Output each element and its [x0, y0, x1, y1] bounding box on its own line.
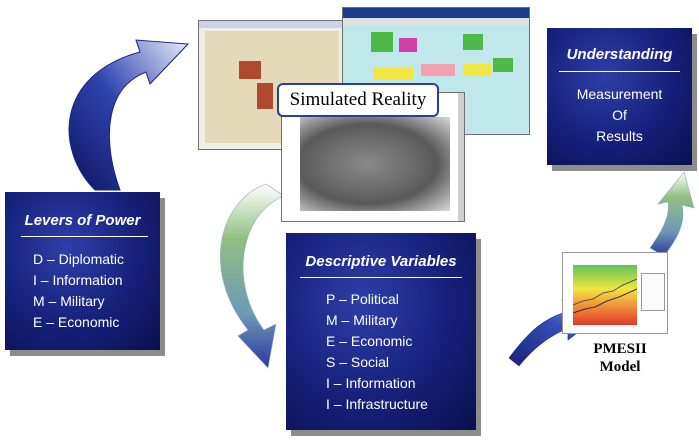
descriptive-title: Descriptive Variables: [305, 253, 457, 270]
window-toolbar: [199, 21, 387, 28]
levers-item: E – Economic: [33, 314, 120, 330]
descriptive-item: E – Economic: [326, 333, 413, 349]
understanding-line: Of: [612, 107, 627, 123]
descriptive-item: M – Military: [326, 312, 398, 328]
understanding-box: Understanding Measurement Of Results: [547, 28, 692, 165]
descriptive-item: I – Information: [326, 375, 416, 391]
pmesii-chart-thumbnail: [562, 252, 668, 334]
arrow-simulation-to-variables: [220, 183, 285, 369]
descriptive-item: S – Social: [326, 354, 390, 370]
pmesii-lines: [573, 278, 637, 314]
levers-list: D – Diplomatic I – Information M – Milit…: [33, 249, 124, 333]
descriptive-rule: [300, 277, 462, 278]
node-green-2: [463, 34, 483, 50]
building-1: [239, 61, 261, 79]
window-menubar: [343, 18, 529, 26]
levers-item: M – Military: [33, 293, 105, 309]
pmesii-label-line2: Model: [599, 359, 641, 375]
descriptive-list: P – Political M – Military E – Economic …: [326, 289, 428, 415]
descriptive-item: P – Political: [326, 291, 399, 307]
pmesii-model-label: PMESII Model: [570, 340, 670, 376]
simulated-reality-label: Simulated Reality: [277, 83, 439, 117]
descriptive-item: I – Infrastructure: [326, 396, 428, 412]
window-titlebar: [343, 8, 529, 18]
levers-of-power-box: Levers of Power D – Diplomatic I – Infor…: [5, 192, 160, 350]
node-yellow-1: [373, 68, 413, 80]
descriptive-variables-box: Descriptive Variables P – Political M – …: [286, 233, 476, 430]
building-2: [257, 83, 273, 109]
levers-item: D – Diplomatic: [33, 251, 125, 267]
arrow-levers-to-simulation: [68, 39, 190, 191]
understanding-line: Results: [596, 128, 643, 144]
pmesii-label-line1: PMESII: [593, 341, 647, 357]
pmesii-plot-area: [573, 265, 637, 325]
understanding-rule: [559, 71, 680, 72]
understanding-lines: Measurement Of Results: [547, 84, 692, 147]
pmesii-legend: [641, 273, 665, 311]
node-green-3: [493, 58, 513, 72]
levers-title: Levers of Power: [24, 212, 141, 229]
node-pink: [421, 64, 455, 76]
levers-rule: [21, 236, 148, 237]
window-scrollbar: [458, 93, 464, 221]
node-yellow-2: [463, 64, 491, 76]
levers-item: I – Information: [33, 272, 123, 288]
arrow-pmesii-to-understanding: [649, 171, 695, 257]
node-magenta: [399, 38, 417, 52]
terrain-area: [300, 117, 450, 211]
understanding-line: Measurement: [576, 86, 663, 102]
understanding-title: Understanding: [566, 46, 673, 63]
node-green-1: [371, 32, 393, 52]
